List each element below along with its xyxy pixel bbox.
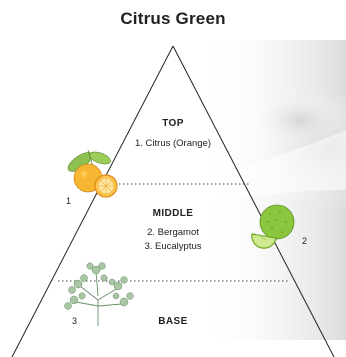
illustration-number-3: 3 [72,316,77,326]
